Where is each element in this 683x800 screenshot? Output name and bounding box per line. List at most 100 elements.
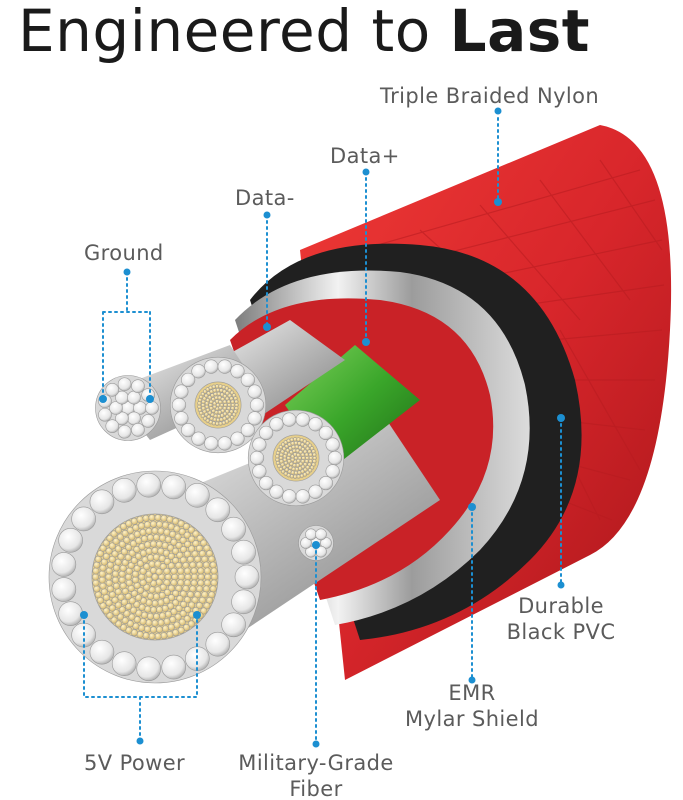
callout-power [83,614,198,741]
gold-strand [152,613,161,621]
gold-strand [172,599,180,607]
gold-strand [139,528,147,536]
gold-strand [118,540,126,548]
gold-strand [163,579,171,587]
gold-strand [126,620,134,628]
gold-strand [92,573,100,581]
strand [282,412,297,427]
strand [221,612,246,638]
label-data-minus: Data- [235,186,295,210]
gold-strand [115,620,123,628]
gold-strand [141,590,149,598]
callout-lines [83,117,562,743]
gold-strand [197,579,205,587]
gold-strand [102,607,110,615]
gold-strand [138,573,146,581]
gold-strand [202,585,210,593]
gold-strand [155,568,163,576]
gold-strand [161,604,169,612]
gold-strand [105,573,113,581]
gold-strand [127,562,135,570]
strand [204,359,219,374]
gold-strand [135,609,143,617]
callout-dots [80,107,565,748]
strand [109,401,123,415]
gold-strand [145,619,153,627]
gold-strand [157,527,165,535]
strand [181,422,196,438]
label-military-grade-fiber: Military-Grade Fiber [228,750,404,800]
gold-strand [98,570,106,578]
strand [230,431,245,446]
label-emr-line1: EMR [448,681,496,705]
gold-strand [108,542,116,550]
gold-strand [175,541,183,550]
strand [249,397,265,413]
label-pvc-line2: Black PVC [506,620,616,644]
gold-strand [102,539,110,547]
gold-strand [140,597,148,605]
gold-strand [175,584,183,592]
strand [217,359,232,374]
gold-strand [167,594,176,602]
power-strands [48,470,262,684]
gold-strand [210,567,218,575]
gold-strand [308,452,313,457]
gold-strand [163,567,171,575]
strand [117,424,132,439]
gold-strand [117,553,125,561]
strand [204,436,219,451]
gold-strand [234,399,239,404]
gold-strand [125,603,133,611]
gold-strand [98,576,106,584]
gold-strand [112,537,120,545]
strand [327,450,343,466]
strand [205,631,231,657]
gold-strand [149,606,158,614]
gold-strand [183,596,191,604]
gold-strand [230,399,235,404]
gold-strand [99,582,107,590]
gold-strand [174,533,182,541]
gold-strand [226,399,231,404]
gold-strand [145,527,153,535]
gold-strand [148,632,156,640]
strand [240,372,255,388]
gold-strand [125,626,133,634]
strand [325,437,340,452]
gold-strand [136,515,144,524]
strand [89,489,115,515]
gold-strand [179,536,187,544]
gold-strand [184,606,192,614]
gold-strand [177,573,185,581]
gold-strand [183,567,192,575]
gold-strand [167,544,175,552]
gold-strand [136,559,145,568]
strand [105,419,120,433]
strand [247,411,262,426]
gold-strand [118,606,126,614]
gold-strand [179,546,188,554]
strand [117,377,132,392]
gold-strand [112,609,120,617]
gold-strand [142,632,150,640]
gold-strand [166,630,174,639]
gold-strand [170,538,178,546]
strand [300,537,312,549]
gold-strand [149,540,158,548]
strand [136,656,162,682]
strand [71,506,96,532]
gold-strand [124,592,132,600]
gold-strand [154,632,162,640]
gold-strand [201,555,209,563]
gold-strand [129,540,138,548]
strand [295,412,310,427]
gold-strand [172,547,180,555]
gold-strand [155,520,164,528]
gold-strand [190,579,198,587]
strand [161,654,187,680]
strand [174,411,189,426]
gold-strand [182,523,190,531]
